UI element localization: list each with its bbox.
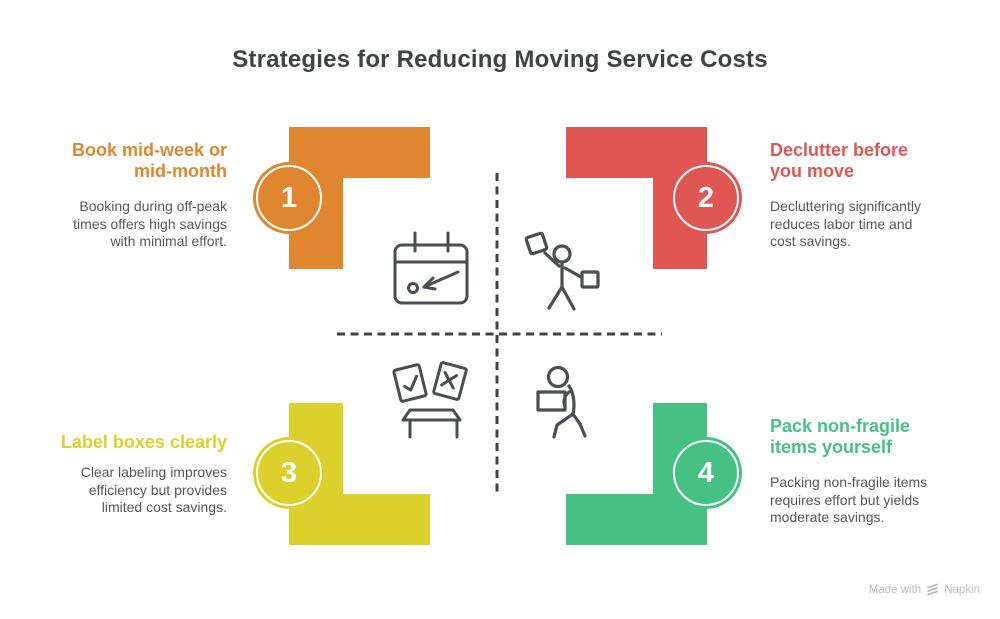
strategy-4-text: Pack non-fragile items yourself Packing … [770, 416, 982, 527]
strategy-2-number-badge: 2 [670, 162, 742, 234]
person-carrying-box-icon [536, 365, 587, 439]
strategy-1-number: 1 [280, 181, 298, 214]
strategy-4-title: Pack non-fragile items yourself [770, 416, 911, 457]
napkin-logo-icon [927, 583, 939, 596]
strategy-1-description: Booking during off-peak times offers hig… [73, 198, 227, 249]
strategy-3-title: Label boxes clearly [60, 432, 227, 452]
badge-ring [256, 440, 322, 506]
made-with-label: Made with [868, 583, 922, 596]
strategy-3-number-badge: 3 [253, 437, 325, 509]
badge-ring [673, 440, 739, 506]
strategy-4-description: Packing non-fragile items requires effor… [770, 474, 928, 525]
badge-ring [256, 165, 322, 231]
made-with-napkin[interactable]: Made with Napkin [869, 583, 980, 596]
strategy-2-title: Declutter before you move [770, 140, 909, 181]
strategy-1-title: Book mid-week or mid-month [71, 140, 227, 181]
strategy-3-description: Clear labeling improves efficiency but p… [80, 464, 227, 515]
strategy-4-shape-horizontal [566, 494, 707, 545]
strategy-1-text: Book mid-week or mid-month Booking durin… [20, 140, 227, 251]
page-title: Strategies for Reducing Moving Service C… [232, 46, 768, 73]
strategy-2-number: 2 [697, 181, 715, 214]
strategy-3-shape-horizontal [289, 494, 430, 545]
strategy-1-number-badge: 1 [253, 162, 325, 234]
strategy-3-text: Label boxes clearly Clear labeling impro… [20, 432, 227, 517]
badge-ring [673, 165, 739, 231]
person-sorting-boxes-icon [524, 231, 600, 311]
calendar-date-arrow-icon [393, 231, 469, 305]
strategy-2-text: Declutter before you move Decluttering s… [770, 140, 982, 251]
labels-check-cross-box-icon [392, 361, 468, 439]
strategy-3-number: 3 [280, 456, 298, 489]
strategy-4-number-badge: 4 [670, 437, 742, 509]
napkin-brand-label: Napkin [944, 583, 980, 596]
strategy-2-description: Decluttering significantly reduces labor… [770, 198, 921, 249]
strategy-4-number: 4 [697, 456, 715, 489]
